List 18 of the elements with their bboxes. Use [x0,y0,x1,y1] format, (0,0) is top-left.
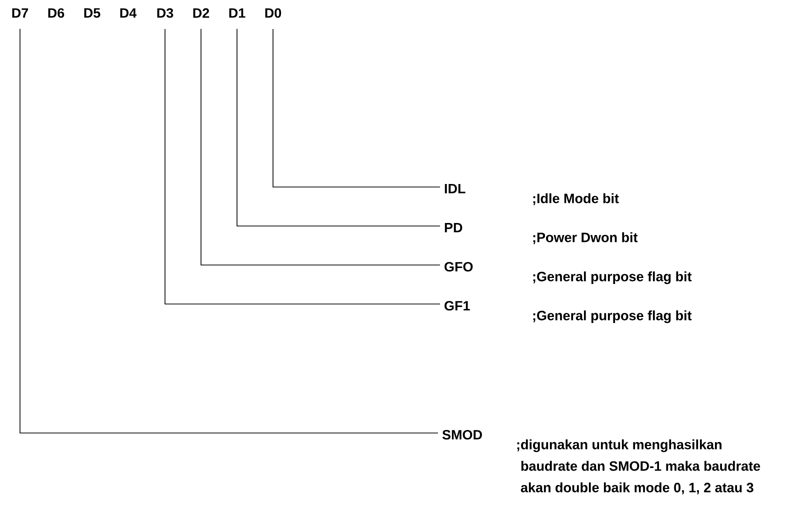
bit-label: D2 [193,8,210,18]
bit-label: D0 [265,8,282,18]
register-bit-entry: GF1 ;General purpose flag bit [444,301,692,324]
bit-label: D1 [229,8,246,18]
bit-label: D3 [157,8,174,18]
connector-line [200,28,440,266]
connector-line [20,28,438,434]
register-bit-entry: GFO ;General purpose flag bit [444,262,692,284]
connector-line [164,28,440,304]
bit-label: D5 [84,8,100,18]
bit-label: D4 [120,8,137,18]
connector-line [236,28,440,226]
bit-label: D7 [12,8,28,18]
register-bit-entry: PD ;Power Dwon bit [444,223,638,244]
bit-label: D6 [48,8,64,18]
register-bit-entry: IDL ;Idle Mode bit [444,184,619,206]
connector-line [272,28,440,188]
register-bit-entry: SMOD ;digunakan untuk menghasilkan baudrate dan SMOD-1 maka baudrate akan double baik mode 0, 1, 2 atau 3 [442,430,760,494]
